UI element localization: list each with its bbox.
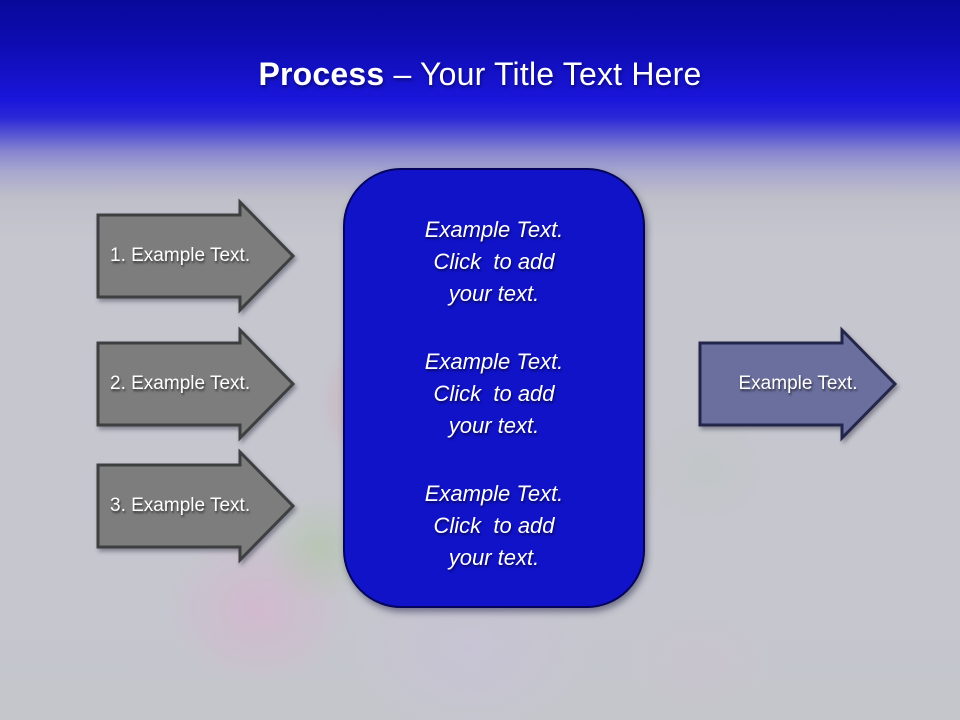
right-arrow-icon (96, 326, 296, 442)
panel-text-line: Click to add (433, 513, 555, 538)
slide-title[interactable]: Process – Your Title Text Here (0, 54, 960, 94)
panel-text-line: Click to add (433, 381, 555, 406)
panel-text-line: your text. (448, 281, 540, 306)
output-arrow-label: Example Text. (738, 373, 858, 394)
panel-text-line: your text. (448, 545, 540, 570)
title-subtitle: – Your Title Text Here (393, 56, 702, 92)
panel-text-line: Example Text. (424, 349, 564, 374)
panel-text-block: Example Text. Click to add your text. (345, 214, 643, 310)
step-3-label: 3. Example Text. (110, 495, 251, 516)
panel-text-block: Example Text. Click to add your text. (345, 346, 643, 442)
process-step-arrow-3[interactable]: 3. Example Text. (96, 448, 296, 564)
center-text-panel[interactable]: Example Text. Click to add your text. Ex… (343, 168, 645, 608)
panel-text-block: Example Text. Click to add your text. (345, 478, 643, 574)
step-1-label: 1. Example Text. (110, 245, 251, 266)
panel-text-line: your text. (448, 413, 540, 438)
title-keyword: Process (258, 56, 385, 92)
right-arrow-icon (698, 326, 898, 442)
process-step-arrow-2[interactable]: 2. Example Text. (96, 326, 296, 442)
panel-text-line: Click to add (433, 249, 555, 274)
panel-text-line: Example Text. (424, 217, 564, 242)
output-arrow[interactable]: Example Text. (698, 326, 898, 442)
right-arrow-icon (96, 198, 296, 314)
process-step-arrow-1[interactable]: 1. Example Text. (96, 198, 296, 314)
step-2-label: 2. Example Text. (110, 373, 251, 394)
right-arrow-icon (96, 448, 296, 564)
panel-text-line: Example Text. (424, 481, 564, 506)
